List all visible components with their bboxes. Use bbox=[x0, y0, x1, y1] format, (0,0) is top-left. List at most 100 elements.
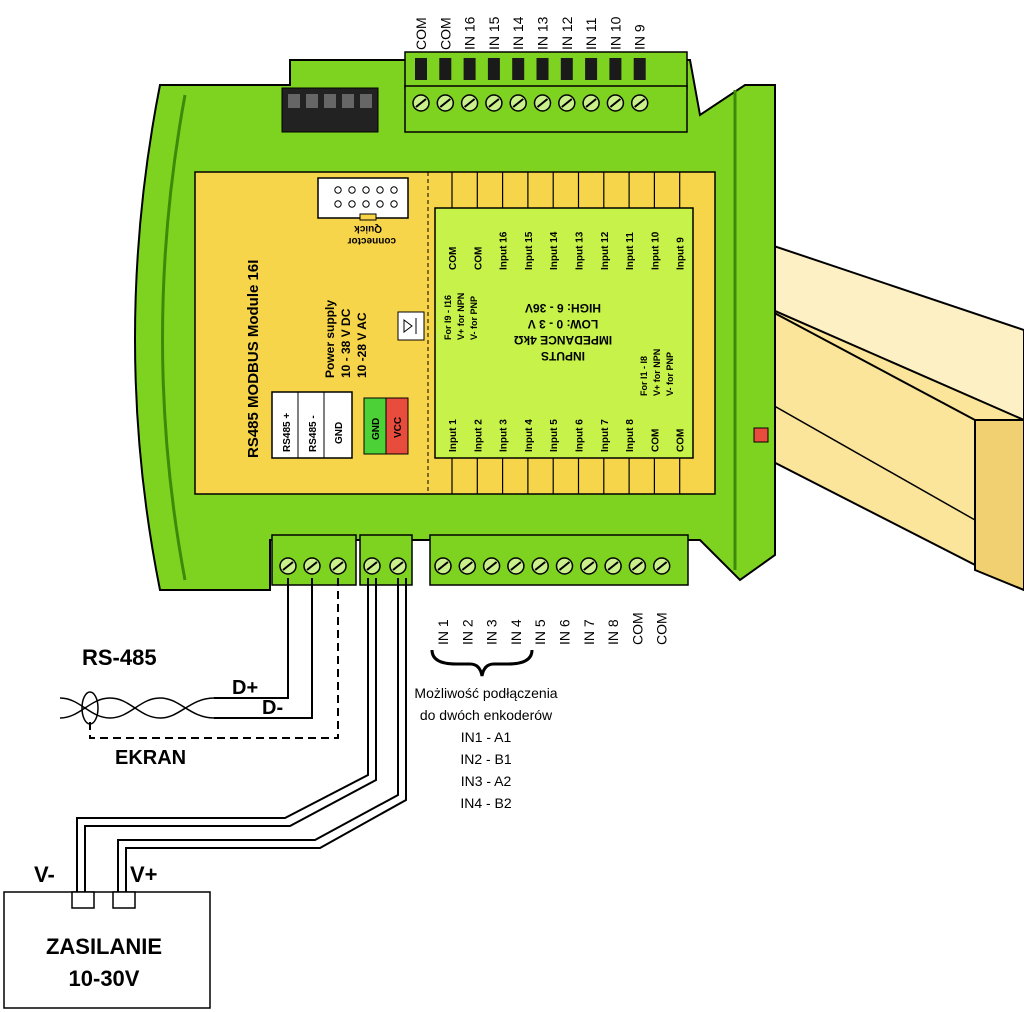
bottom-terminal-label: COM bbox=[629, 612, 645, 645]
bottom-terminal-label: IN 8 bbox=[605, 619, 621, 645]
terminal-screw-icon bbox=[434, 557, 452, 575]
top-terminal-label: IN 9 bbox=[632, 24, 648, 50]
inner-top-label: Input 14 bbox=[549, 231, 560, 270]
quick-connector bbox=[317, 177, 409, 221]
top-terminal-label: IN 12 bbox=[559, 16, 575, 50]
terminal-slot bbox=[439, 58, 452, 80]
top-terminal-label: IN 13 bbox=[535, 16, 551, 50]
power-pin-block: GND VCC bbox=[363, 397, 409, 455]
rs485-title: RS-485 bbox=[82, 645, 157, 670]
terminal-screw-icon bbox=[604, 557, 622, 575]
inner-top-label: Input 16 bbox=[499, 231, 510, 270]
top-terminal-label: IN 14 bbox=[510, 16, 526, 50]
inner-bottom-label: Input 6 bbox=[575, 419, 586, 452]
terminal-slot bbox=[560, 58, 573, 80]
bottom-terminal-label: COM bbox=[654, 612, 670, 645]
inner-bottom-label: Input 2 bbox=[473, 419, 484, 452]
module-title: RS485 MODBUS Module 16I bbox=[245, 260, 262, 458]
terminal-screw-icon bbox=[389, 557, 407, 575]
terminal-screw-icon bbox=[582, 94, 600, 112]
optocoupler-icon bbox=[397, 311, 425, 341]
rs485-pin-block: RS485 + RS485 - GND bbox=[271, 391, 353, 459]
terminal-screw-icon bbox=[555, 557, 574, 575]
power-supply-label-1: ZASILANIE bbox=[46, 934, 162, 959]
note-i1-i8-2: V+ for NPN bbox=[652, 349, 662, 396]
rs485-gnd-label: GND bbox=[334, 422, 345, 444]
terminal-screw-icon bbox=[363, 557, 381, 575]
quick-connector-label-1: Quick bbox=[354, 223, 382, 234]
terminal-slot bbox=[512, 58, 525, 80]
terminal-slot bbox=[633, 58, 646, 80]
inner-top-label: Input 9 bbox=[676, 237, 687, 270]
encoder-note: Możliwość podłączenia do dwóch enkoderów… bbox=[414, 685, 557, 811]
inner-bottom-label: Input 1 bbox=[448, 419, 459, 452]
rs485-minus-label: RS485 - bbox=[308, 415, 319, 452]
inner-bottom-labels: Input 1 Input 2 Input 3 Input 4 Input 5 Input… bbox=[448, 419, 687, 494]
terminal-slot bbox=[487, 58, 500, 80]
encoder-note-5: IN3 - A2 bbox=[461, 773, 512, 789]
encoder-note-6: IN4 - B2 bbox=[460, 795, 512, 811]
wiring bbox=[59, 578, 407, 893]
note-i9-i16-1: For I9 - I16 bbox=[443, 295, 453, 340]
inner-top-label: Input 10 bbox=[650, 231, 661, 270]
inner-top-label: Input 11 bbox=[625, 232, 636, 270]
encoder-note-3: IN1 - A1 bbox=[461, 729, 512, 745]
shield-label: EKRAN bbox=[115, 747, 186, 769]
terminal-screw-icon bbox=[606, 94, 625, 112]
terminal-screw-icon bbox=[507, 557, 525, 575]
inner-top-label: Input 15 bbox=[524, 231, 535, 270]
impedance-label: IMPEDANCE 4kΩ bbox=[513, 333, 612, 347]
terminal-screw-icon bbox=[628, 557, 647, 575]
inner-top-label: COM bbox=[448, 247, 459, 270]
inputs-title: INPUTS bbox=[541, 349, 585, 363]
inputs-specs: INPUTS IMPEDANCE 4kΩ LOW: 0 - 3 V HIGH: … bbox=[443, 293, 675, 396]
inner-bottom-label: Input 5 bbox=[549, 419, 560, 452]
power-supply-label: Power supply bbox=[323, 300, 337, 378]
terminal-slot bbox=[536, 58, 549, 80]
bottom-terminal-block-rs485 bbox=[271, 534, 357, 586]
terminal-screw-icon bbox=[458, 557, 477, 575]
v-plus-label: V+ bbox=[130, 862, 158, 887]
quick-connector-label-2: connector bbox=[348, 235, 396, 246]
inner-top-label: Input 12 bbox=[600, 231, 611, 270]
terminal-screw-icon bbox=[630, 94, 649, 112]
terminal-slot bbox=[463, 58, 476, 80]
inner-top-label: Input 13 bbox=[575, 231, 586, 270]
inner-bottom-label: Input 7 bbox=[600, 419, 611, 452]
terminal-screw-icon bbox=[558, 94, 576, 112]
inner-bottom-label: Input 3 bbox=[499, 419, 510, 452]
terminal-screw-icon bbox=[509, 94, 527, 112]
bottom-terminal-label: IN 2 bbox=[459, 619, 475, 645]
terminal-screw-icon bbox=[279, 557, 297, 575]
rs485-plus-label: RS485 + bbox=[282, 413, 293, 452]
bottom-terminal-block-power bbox=[359, 534, 413, 586]
top-terminal-label: IN 11 bbox=[583, 17, 599, 50]
d-minus-label: D- bbox=[262, 697, 283, 719]
bottom-terminal-label: IN 7 bbox=[581, 619, 597, 645]
ribbon-header bbox=[281, 87, 379, 133]
terminal-screw-icon bbox=[531, 557, 549, 575]
inner-bottom-label: COM bbox=[650, 429, 661, 452]
terminal-screw-icon bbox=[482, 557, 501, 575]
d-plus-label: D+ bbox=[232, 677, 258, 699]
power-gnd-label: GND bbox=[371, 418, 382, 440]
inner-top-label: COM bbox=[473, 247, 484, 270]
top-terminal-label: IN 10 bbox=[607, 16, 623, 50]
top-terminal-label: IN 15 bbox=[486, 16, 502, 50]
inner-bottom-label: Input 4 bbox=[524, 419, 535, 452]
encoder-note-2: do dwóch enkoderów bbox=[420, 707, 553, 723]
terminal-slot bbox=[609, 58, 622, 80]
terminal-screw-icon bbox=[303, 557, 321, 575]
v-minus-label: V- bbox=[34, 862, 55, 887]
inner-bottom-label: Input 8 bbox=[625, 419, 636, 452]
bottom-terminal-label: IN 4 bbox=[508, 619, 524, 645]
top-terminal-label: COM bbox=[437, 17, 453, 50]
bottom-terminal-block-inputs bbox=[429, 534, 689, 586]
terminal-screw-icon bbox=[436, 94, 455, 112]
bottom-terminal-label: IN 6 bbox=[557, 619, 573, 645]
terminal-slot bbox=[585, 58, 598, 80]
power-supply-dc: 10 - 38 V DC bbox=[339, 308, 353, 378]
note-i1-i8-1: For I1 - I8 bbox=[639, 356, 649, 396]
terminal-screw-icon bbox=[580, 557, 598, 575]
